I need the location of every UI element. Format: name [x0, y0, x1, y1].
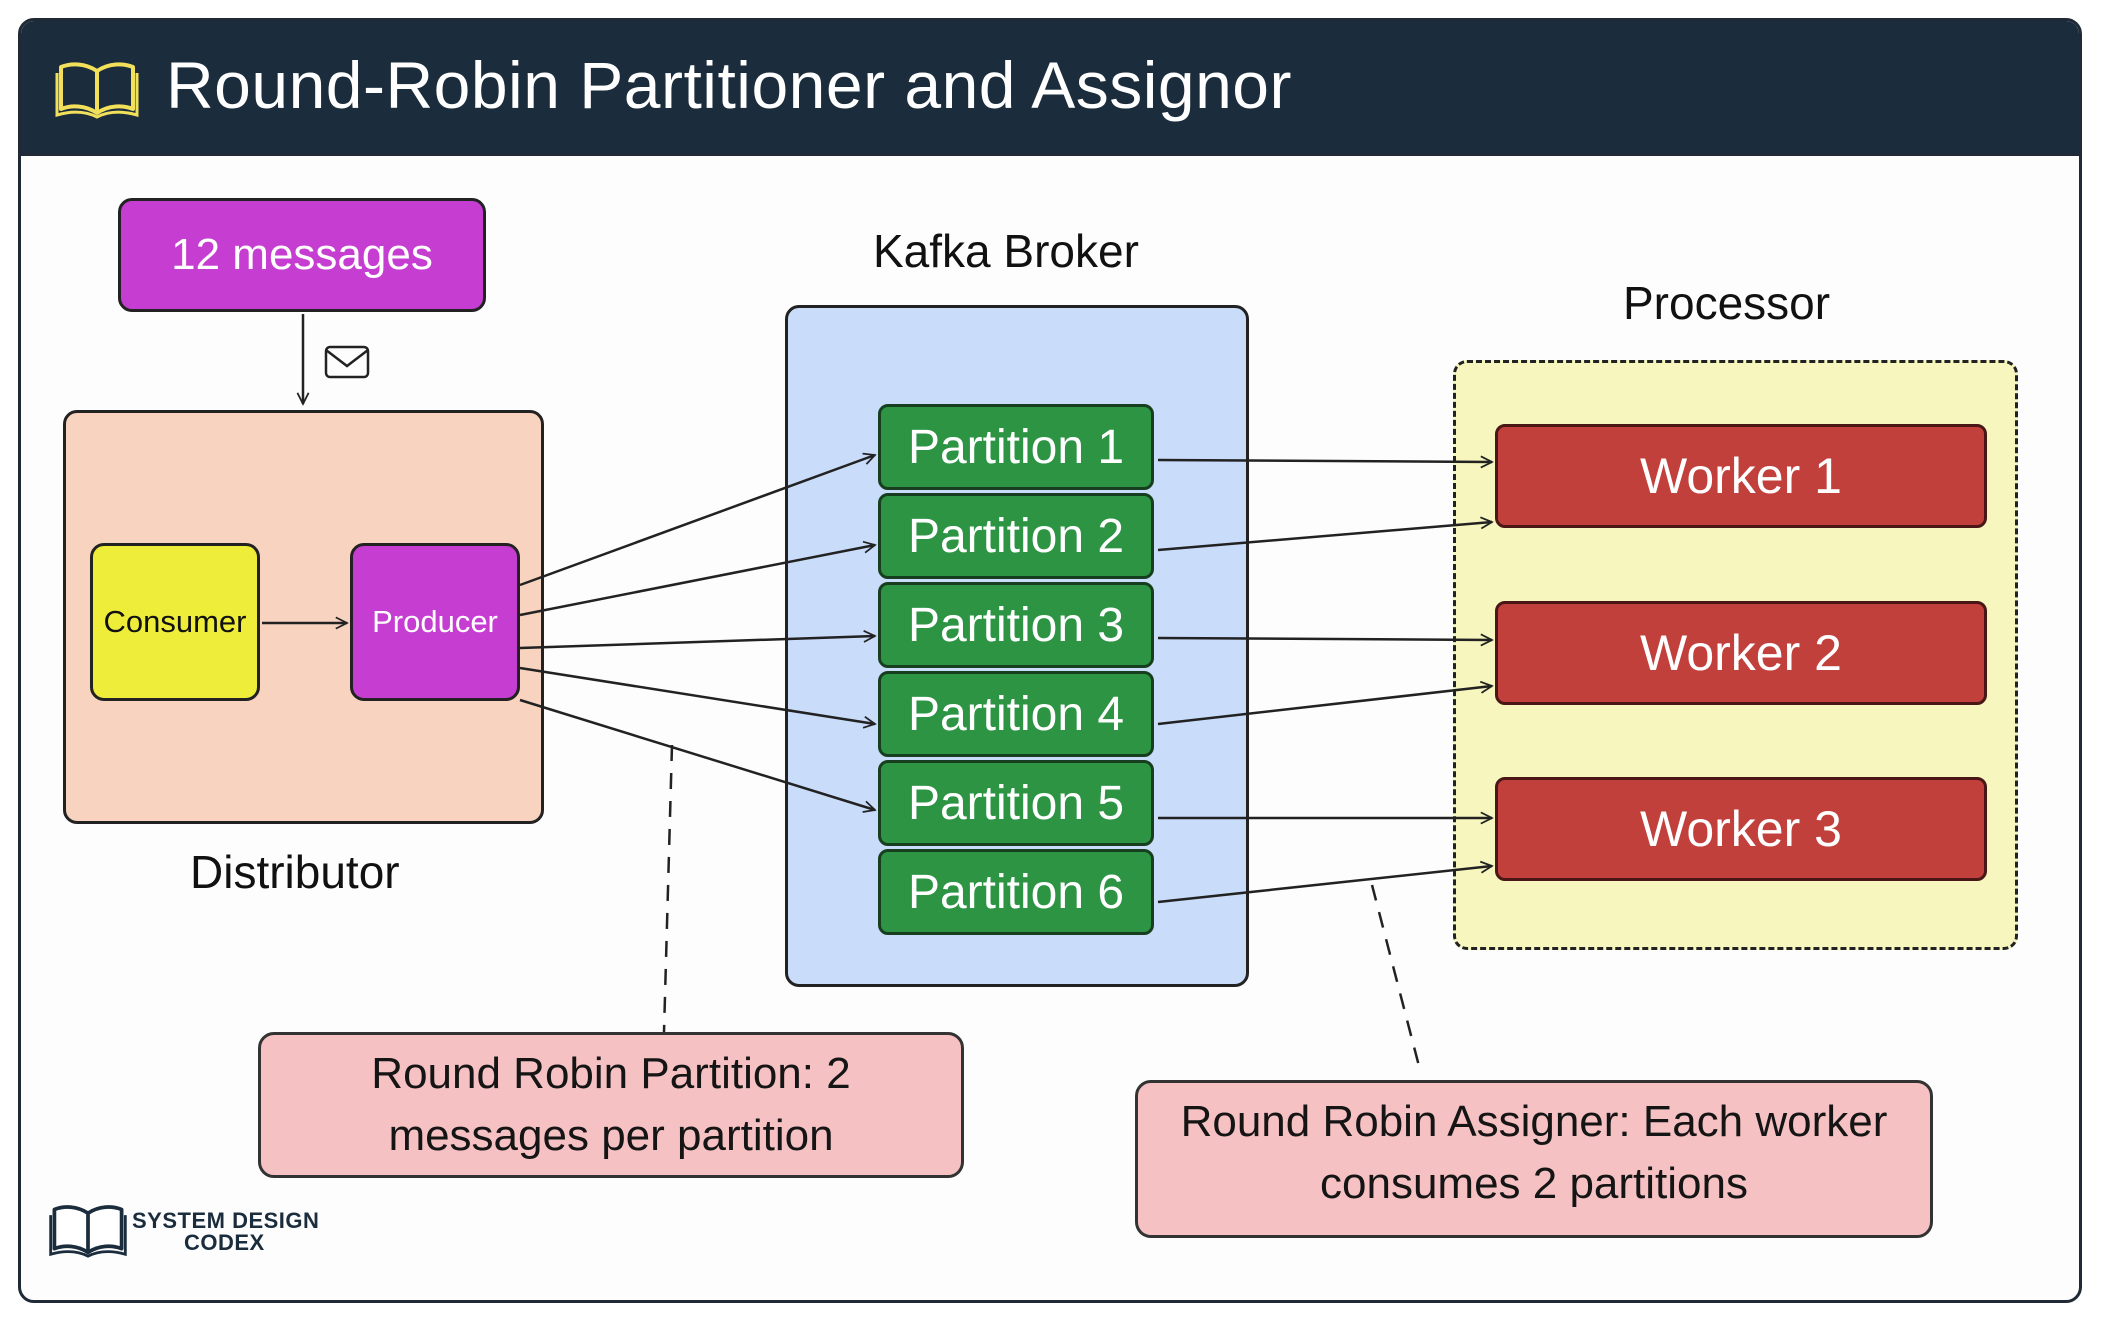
partition-5: Partition 5: [878, 760, 1154, 846]
brand-line-1: SYSTEM DESIGN: [132, 1208, 320, 1233]
partition-1: Partition 1: [878, 404, 1154, 490]
kafka-broker-label: Kafka Broker: [873, 225, 1139, 277]
title-bar: Round-Robin Partitioner and Assignor: [21, 21, 2079, 156]
partition-2: Partition 2: [878, 493, 1154, 579]
producer-to-partition-5-arrow: [519, 698, 875, 810]
consumer-label: Consumer: [103, 604, 247, 639]
partition-note-line-1: Round Robin Partition: 2: [371, 1049, 851, 1098]
producer-label: Producer: [372, 604, 498, 639]
brand-line-2: CODEX: [184, 1230, 265, 1255]
open-book-icon: [55, 62, 139, 119]
partition-3: Partition 3: [878, 582, 1154, 668]
worker-2: Worker 2: [1495, 601, 1987, 705]
partition-4-to-worker-2-arrow: [1157, 686, 1492, 726]
partition-4: Partition 4: [878, 671, 1154, 757]
brand-book-icon: [49, 1205, 127, 1258]
producer-to-partition-2-arrow: [519, 545, 875, 617]
partition-6-to-worker-3-arrow: [1157, 866, 1492, 904]
envelope-icon: [324, 345, 370, 379]
partition-1-to-worker-1-arrow: [1157, 460, 1492, 462]
partition-6: Partition 6: [878, 849, 1154, 935]
assigner-note-line-2: consumes 2 partitions: [1320, 1159, 1748, 1208]
processor-label: Processor: [1623, 277, 1831, 329]
messages-label: 12 messages: [171, 230, 433, 279]
producer-node: Producer: [350, 543, 520, 701]
producer-to-partition-4-arrow: [519, 666, 875, 724]
worker-3: Worker 3: [1495, 777, 1987, 881]
round-robin-assigner-note: Round Robin Assigner: Each worker consum…: [1135, 1080, 1933, 1238]
producer-to-partition-1-arrow: [519, 455, 875, 587]
messages-source: 12 messages: [118, 198, 486, 312]
worker-1: Worker 1: [1495, 424, 1987, 528]
producer-to-partition-3-arrow: [519, 636, 875, 650]
distributor-label: Distributor: [190, 846, 400, 898]
brand-watermark: SYSTEM DESIGN CODEX: [48, 1202, 328, 1262]
consumer-node: Consumer: [90, 543, 260, 701]
partition-3-to-worker-2-arrow: [1157, 638, 1492, 640]
round-robin-partition-note: Round Robin Partition: 2 messages per pa…: [258, 1032, 964, 1178]
assigner-note-leader: [1370, 884, 1422, 1071]
partition-note-leader: [662, 744, 674, 1033]
page-title: Round-Robin Partitioner and Assignor: [166, 48, 1292, 122]
assigner-note-line-1: Round Robin Assigner: Each worker: [1180, 1097, 1888, 1146]
partition-2-to-worker-1-arrow: [1157, 522, 1492, 552]
partition-note-line-2: messages per partition: [388, 1111, 834, 1160]
